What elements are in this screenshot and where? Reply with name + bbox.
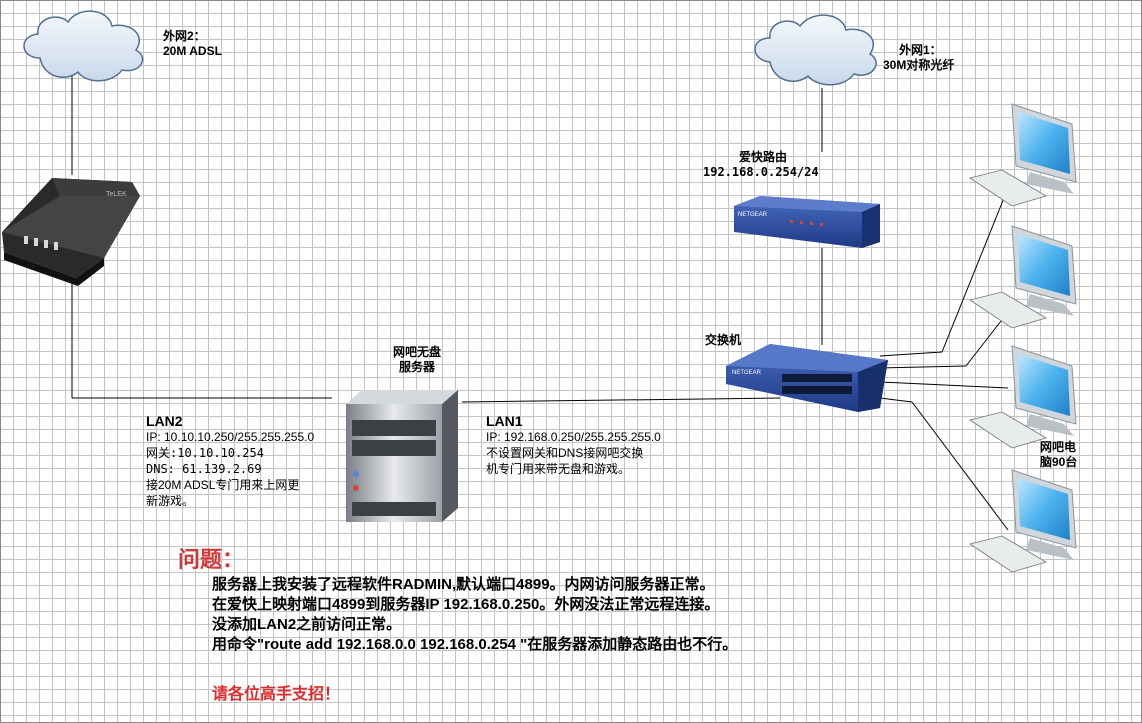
router-icon: NETGEAR <box>734 196 880 248</box>
pc-icon-1 <box>969 103 1077 207</box>
lan2-gateway: 网关:10.10.10.254 <box>146 446 264 460</box>
lan2-dns: DNS: 61.139.2.69 <box>146 462 262 476</box>
clients-label-line2: 脑90台 <box>1040 455 1078 469</box>
problem-line-1: 服务器上我安装了远程软件RADMIN,默认端口4899。内网访问服务器正常。 <box>212 576 715 593</box>
wan1-label-line1: 外网1： <box>899 43 942 57</box>
lan1-note-line1: 不设置网关和DNS接网吧交换 <box>486 446 644 460</box>
router-label: 爱快路由 192.168.0.254/24 <box>703 150 819 180</box>
server-label-line1: 网吧无盘 <box>393 345 442 359</box>
lan2-note-line1: 接20M ADSL专门用来上网更 <box>146 478 300 492</box>
modem-brand: TeLEK <box>106 191 127 198</box>
wan2-label-line1: 外网2： <box>163 29 206 43</box>
lan2-note-line2: 新游戏。 <box>146 494 195 508</box>
wan2-label-line2: 20M ADSL <box>163 44 222 58</box>
wan2-label: 外网2： 20M ADSL <box>163 29 222 59</box>
switch-pc2-link <box>879 365 967 369</box>
help-request: 请各位高手支招！ <box>212 686 341 703</box>
lan1-info: LAN1 IP: 192.168.0.250/255.255.255.0 不设置… <box>486 413 661 477</box>
switch-label: 交换机 <box>705 333 742 347</box>
router-brand: NETGEAR <box>738 212 768 218</box>
server-label-line2: 服务器 <box>399 360 436 374</box>
switch-pc3-link <box>879 381 1009 389</box>
pc4-link <box>911 401 1009 531</box>
lan1-title: LAN1 <box>486 413 523 429</box>
problem-description: 服务器上我安装了远程软件RADMIN,默认端口4899。内网访问服务器正常。 在… <box>212 575 737 655</box>
switch-pc4-link <box>879 397 913 403</box>
problem-line-3: 没添加LAN2之前访问正常。 <box>212 616 402 633</box>
clients-label-line1: 网吧电 <box>1040 440 1077 454</box>
pc-icon-2 <box>969 225 1077 329</box>
switch-brand: NETGEAR <box>732 370 762 376</box>
server-label: 网吧无盘 服务器 <box>393 345 441 375</box>
server-tower-icon <box>346 390 458 522</box>
problem-line-2: 在爱快上映射端口4899到服务器IP 192.168.0.250。外网没法正常远… <box>212 596 720 613</box>
router-label-line1: 爱快路由 <box>739 150 788 164</box>
problem-title: 问题： <box>178 548 245 573</box>
switch-pc1-link <box>879 351 943 357</box>
lan2-info: LAN2 IP: 10.10.10.250/255.255.255.0 网关:1… <box>146 413 314 509</box>
cloud-wan1-icon <box>754 14 877 86</box>
router-label-line2: 192.168.0.254/24 <box>703 165 819 179</box>
pc-icon-3 <box>969 345 1077 449</box>
pc1-link <box>941 187 1009 353</box>
problem-line-4: 用命令"route add 192.168.0.0 192.168.0.254 … <box>212 636 738 653</box>
lan1-note-line2: 机专门用来带无盘和游戏。 <box>486 462 631 476</box>
clients-label: 网吧电 脑90台 <box>1040 440 1077 470</box>
adsl-modem-icon: TeLEK <box>2 178 140 286</box>
switch-icon: NETGEAR <box>726 344 888 412</box>
wan1-label-line2: 30M对称光纤 <box>883 58 955 72</box>
wan1-label: 外网1： 30M对称光纤 <box>883 43 954 73</box>
pc-icon-4 <box>969 469 1077 573</box>
lan1-ip: IP: 192.168.0.250/255.255.255.0 <box>486 430 661 444</box>
lan2-ip: IP: 10.10.10.250/255.255.255.0 <box>146 430 315 444</box>
cloud-wan2-icon <box>23 10 144 82</box>
server-switch-link <box>461 397 781 403</box>
lan2-title: LAN2 <box>146 413 183 429</box>
